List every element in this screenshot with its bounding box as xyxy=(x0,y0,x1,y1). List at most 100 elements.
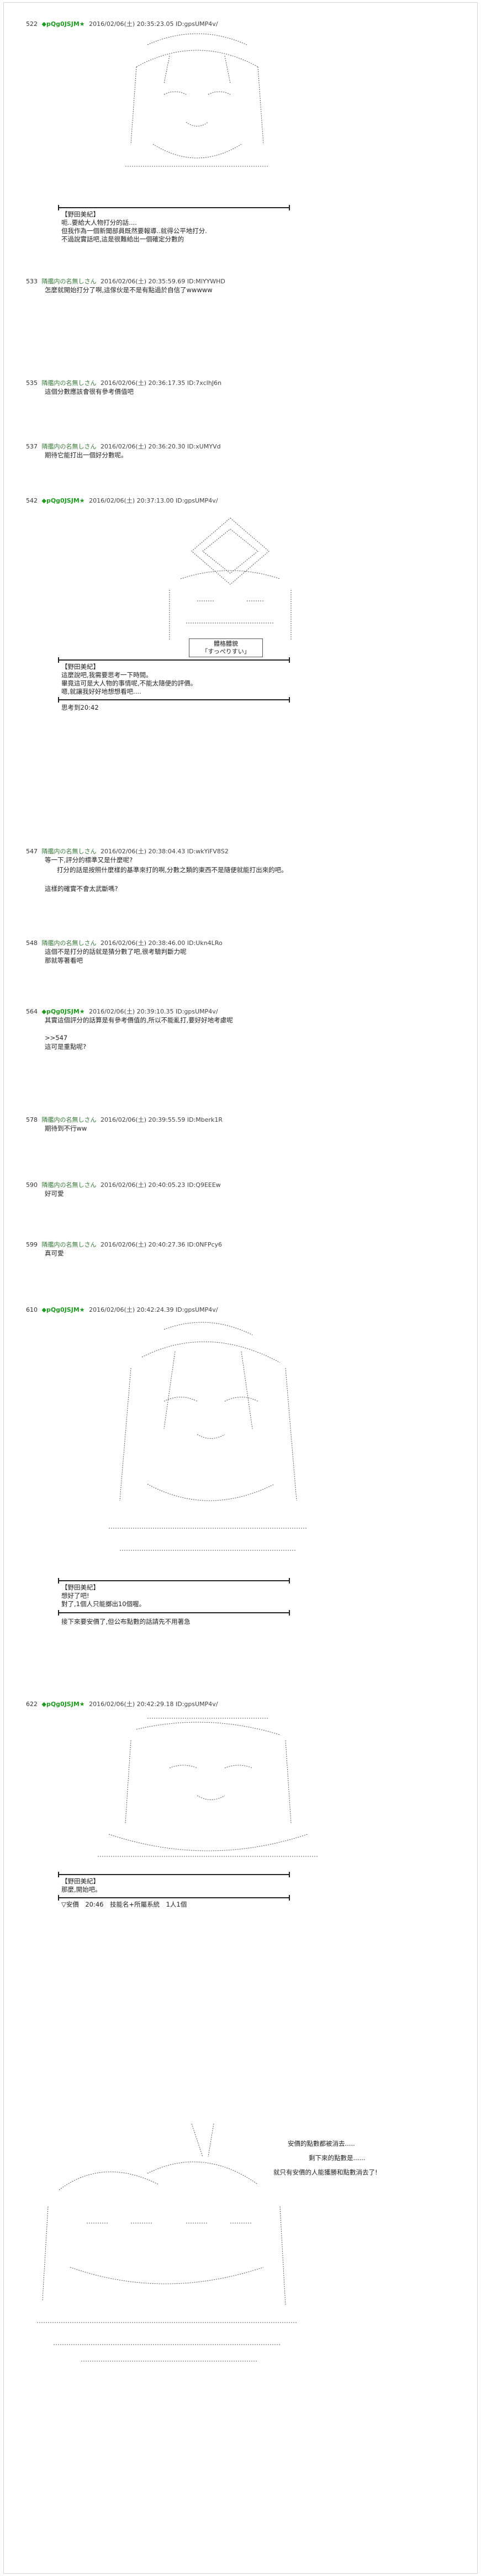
post-number[interactable]: 564 xyxy=(26,1008,38,1015)
ascii-art-character xyxy=(92,1713,324,1875)
post-body: 好可愛 xyxy=(45,1190,64,1197)
post-body: 這個不是打分的話就是猜分數了吧,很考驗判斷力呢 xyxy=(45,948,187,956)
speech-divider xyxy=(58,205,290,210)
speech-divider xyxy=(58,1578,290,1583)
post-header: 522 ◆pQg0JSJM★ 2016/02/06(土) 20:35:23.05… xyxy=(26,19,218,28)
post-number[interactable]: 542 xyxy=(26,497,38,504)
poster-name: 隣艦内の名無しさん xyxy=(41,939,97,947)
dialog-line: 但我作為一個新聞部員既然要報導..就得公平地打分. xyxy=(61,227,207,235)
post-body: 怎麼就開始打分了啊,這傢伙是不是有點過於自信了wwwww xyxy=(45,286,213,294)
sign-line: 「すっぺりすい」 xyxy=(202,648,250,655)
post-number[interactable]: 622 xyxy=(26,1701,38,1708)
post-date: 2016/02/06(土) 20:38:46.00 ID:Ukn4LRo xyxy=(101,939,223,947)
post-header: 590 隣艦内の名無しさん 2016/02/06(土) 20:40:05.23 … xyxy=(26,1180,221,1189)
post-header: 537 隣艦内の名無しさん 2016/02/06(土) 20:36:20.30 … xyxy=(26,442,221,451)
post-date: 2016/02/06(土) 20:39:55.59 ID:Mberk1R xyxy=(101,1116,223,1123)
post-number[interactable]: 522 xyxy=(26,20,38,28)
poster-name: 隣艦内の名無しさん xyxy=(41,379,97,387)
speaker-tag: 【野田美紀】 xyxy=(61,210,99,218)
ascii-art-character xyxy=(98,1318,319,1575)
post-number[interactable]: 599 xyxy=(26,1241,38,1248)
poster-name: ◆pQg0JSJM★ xyxy=(41,1701,85,1708)
post-number[interactable]: 547 xyxy=(26,848,38,855)
dialog-line: 這麼說吧,我需要思考一下時間。 xyxy=(61,671,152,679)
dialog-line: 對了,1個人只能擲出10個喔。 xyxy=(61,1600,146,1608)
speech-divider xyxy=(58,1895,290,1901)
post-header: 542 ◆pQg0JSJM★ 2016/02/06(土) 20:37:13.00… xyxy=(26,496,218,505)
post-date: 2016/02/06(土) 20:35:59.69 ID:MlYYWHD xyxy=(101,278,225,285)
post-date: 2016/02/06(土) 20:36:20.30 ID:xUMYVd xyxy=(101,443,221,450)
post-date: 2016/02/06(土) 20:37:13.00 ID:gpsUMP4v/ xyxy=(89,497,218,504)
post-number[interactable]: 578 xyxy=(26,1116,38,1123)
poster-name: 隣艦内の名無しさん xyxy=(41,443,97,450)
quote-link[interactable]: >>547 xyxy=(45,1034,68,1042)
dialog-line: 不過說實話吧,這是很難給出一個確定分數的 xyxy=(61,235,184,243)
speaker-tag: 【野田美紀】 xyxy=(61,1583,99,1591)
ascii-art-character-with-sign xyxy=(147,518,313,647)
poster-name: ◆pQg0JSJM★ xyxy=(41,497,85,504)
post-body: 等一下,評分的標準又是什麼呢? xyxy=(45,856,133,864)
post-number[interactable]: 537 xyxy=(26,443,38,450)
poster-name: ◆pQg0JSJM★ xyxy=(41,1306,85,1313)
dialog-line: 呃..要給大人物打分的話.... xyxy=(61,219,137,226)
post-date: 2016/02/06(土) 20:36:17.35 ID:7xcIhJ6n xyxy=(101,379,222,387)
post-footer: ▽安價 20:46 技能名+所屬系統 1人1個 xyxy=(61,1901,187,1908)
speech-divider xyxy=(58,1872,290,1877)
post-body: 這樣的確實不會太武斷嗎? xyxy=(45,885,118,893)
post-body: 那就等著看吧 xyxy=(45,957,83,964)
dialog-line: 畢竟這可是大人物的事情呢,不能太隨便的評價。 xyxy=(61,679,197,687)
narration-line: 就只有安價的人能獲勝和點數消去了! xyxy=(273,2168,378,2176)
post-body: 這個分數應該會很有參考價值吧 xyxy=(45,388,134,395)
speaker-tag: 【野田美紀】 xyxy=(61,663,99,671)
post-body: 其實這個評分的話算是有參考價值的,所以不能亂打,要好好地考慮呢 xyxy=(45,1016,233,1024)
poster-name: 隣艦内の名無しさん xyxy=(41,1241,97,1248)
dialog-line: 想好了吧! xyxy=(61,1592,89,1600)
poster-name: ◆pQg0JSJM★ xyxy=(41,1008,85,1015)
ascii-art-crowd xyxy=(37,2123,297,2374)
post-header: 533 隣艦内の名無しさん 2016/02/06(土) 20:35:59.69 … xyxy=(26,277,225,286)
dialog-line: 那麼,開始吧。 xyxy=(61,1886,102,1893)
post-date: 2016/02/06(土) 20:35:23.05 ID:gpsUMP4v/ xyxy=(89,20,218,28)
post-body: 打分的話是按照什麼樣的基準來打的啊,分數之類的東西不是隨便就能打出來的吧。 xyxy=(57,866,288,874)
post-header: 535 隣艦内の名無しさん 2016/02/06(土) 20:36:17.35 … xyxy=(26,378,221,387)
post-header: 548 隣艦内の名無しさん 2016/02/06(土) 20:38:46.00 … xyxy=(26,938,223,947)
post-date: 2016/02/06(土) 20:39:10.35 ID:gpsUMP4v/ xyxy=(89,1008,218,1015)
post-date: 2016/02/06(土) 20:40:05.23 ID:Q9EEEw xyxy=(101,1181,221,1189)
post-date: 2016/02/06(土) 20:40:27.36 ID:0NFPcy6 xyxy=(101,1241,223,1248)
post-header: 564 ◆pQg0JSJM★ 2016/02/06(土) 20:39:10.35… xyxy=(26,1007,218,1016)
post-number[interactable]: 535 xyxy=(26,379,38,387)
post-footer: 思考到20:42 xyxy=(61,704,99,711)
post-header: 610 ◆pQg0JSJM★ 2016/02/06(土) 20:42:24.39… xyxy=(26,1305,218,1314)
speech-divider xyxy=(58,657,290,663)
post-date: 2016/02/06(土) 20:42:24.39 ID:gpsUMP4v/ xyxy=(89,1306,218,1313)
poster-name: 隣艦内の名無しさん xyxy=(41,848,97,855)
ascii-art-character xyxy=(114,33,280,185)
speaker-tag: 【野田美紀】 xyxy=(61,1877,99,1885)
sign-line: 體格體貌 xyxy=(214,640,238,647)
post-number[interactable]: 610 xyxy=(26,1306,38,1313)
post-number[interactable]: 590 xyxy=(26,1181,38,1189)
thread-sheet: 522 ◆pQg0JSJM★ 2016/02/06(土) 20:35:23.05… xyxy=(3,2,478,2574)
narration-line: 安價的點數都被消去..... xyxy=(288,2140,355,2147)
poster-name: 隣艦内の名無しさん xyxy=(41,1116,97,1123)
post-header: 622 ◆pQg0JSJM★ 2016/02/06(土) 20:42:29.18… xyxy=(26,1699,218,1708)
narration-line: 剩下來的點數是...... xyxy=(309,2154,366,2162)
post-header: 547 隣艦内の名無しさん 2016/02/06(土) 20:38:04.43 … xyxy=(26,847,229,856)
post-footer: 接下來要安價了,但公布點數的話請先不用著急 xyxy=(61,1618,191,1625)
post-number[interactable]: 548 xyxy=(26,939,38,947)
post-header: 578 隣艦内の名無しさん 2016/02/06(土) 20:39:55.59 … xyxy=(26,1115,223,1124)
dialog-line: 嗯,就讓我好好地想想看吧.... xyxy=(61,688,141,695)
poster-name: 隣艦内の名無しさん xyxy=(41,278,97,285)
sign-board: 體格體貌「すっぺりすい」 xyxy=(189,638,263,657)
post-number[interactable]: 533 xyxy=(26,278,38,285)
post-date: 2016/02/06(土) 20:38:04.43 ID:wkYiFV8S2 xyxy=(101,848,229,855)
post-body: 期待到不行ww xyxy=(45,1125,87,1132)
speech-divider xyxy=(58,697,290,703)
speech-divider xyxy=(58,1610,290,1616)
post-header: 599 隣艦内の名無しさん 2016/02/06(土) 20:40:27.36 … xyxy=(26,1240,222,1249)
post-date: 2016/02/06(土) 20:42:29.18 ID:gpsUMP4v/ xyxy=(89,1701,218,1708)
poster-name: 隣艦内の名無しさん xyxy=(41,1181,97,1189)
post-body: 期待它能打出一個好分數呢。 xyxy=(45,451,128,459)
poster-name: ◆pQg0JSJM★ xyxy=(41,20,85,28)
post-body: 真可愛 xyxy=(45,1249,64,1257)
